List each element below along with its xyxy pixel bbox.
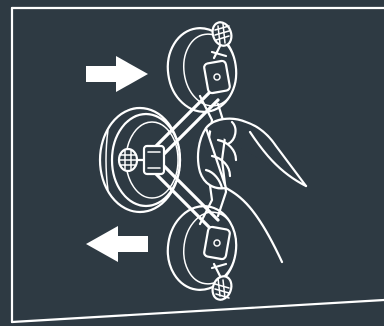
center-hub (142, 144, 166, 176)
upper-clamp-bracket (203, 50, 231, 95)
lower-clamp-bracket (203, 225, 231, 270)
triple-suction-cup-lifter-icon (98, 21, 238, 301)
knurled-release-knob-icon (117, 21, 233, 301)
lifter-frame-arms (150, 90, 228, 230)
gripping-hand-icon (196, 117, 308, 264)
middle-knob (117, 147, 150, 173)
arrow-right-icon (86, 56, 148, 92)
arrow-left-icon (86, 226, 148, 262)
upper-knob (211, 21, 233, 60)
lower-knob (211, 262, 233, 301)
panel-frame (10, 6, 384, 324)
